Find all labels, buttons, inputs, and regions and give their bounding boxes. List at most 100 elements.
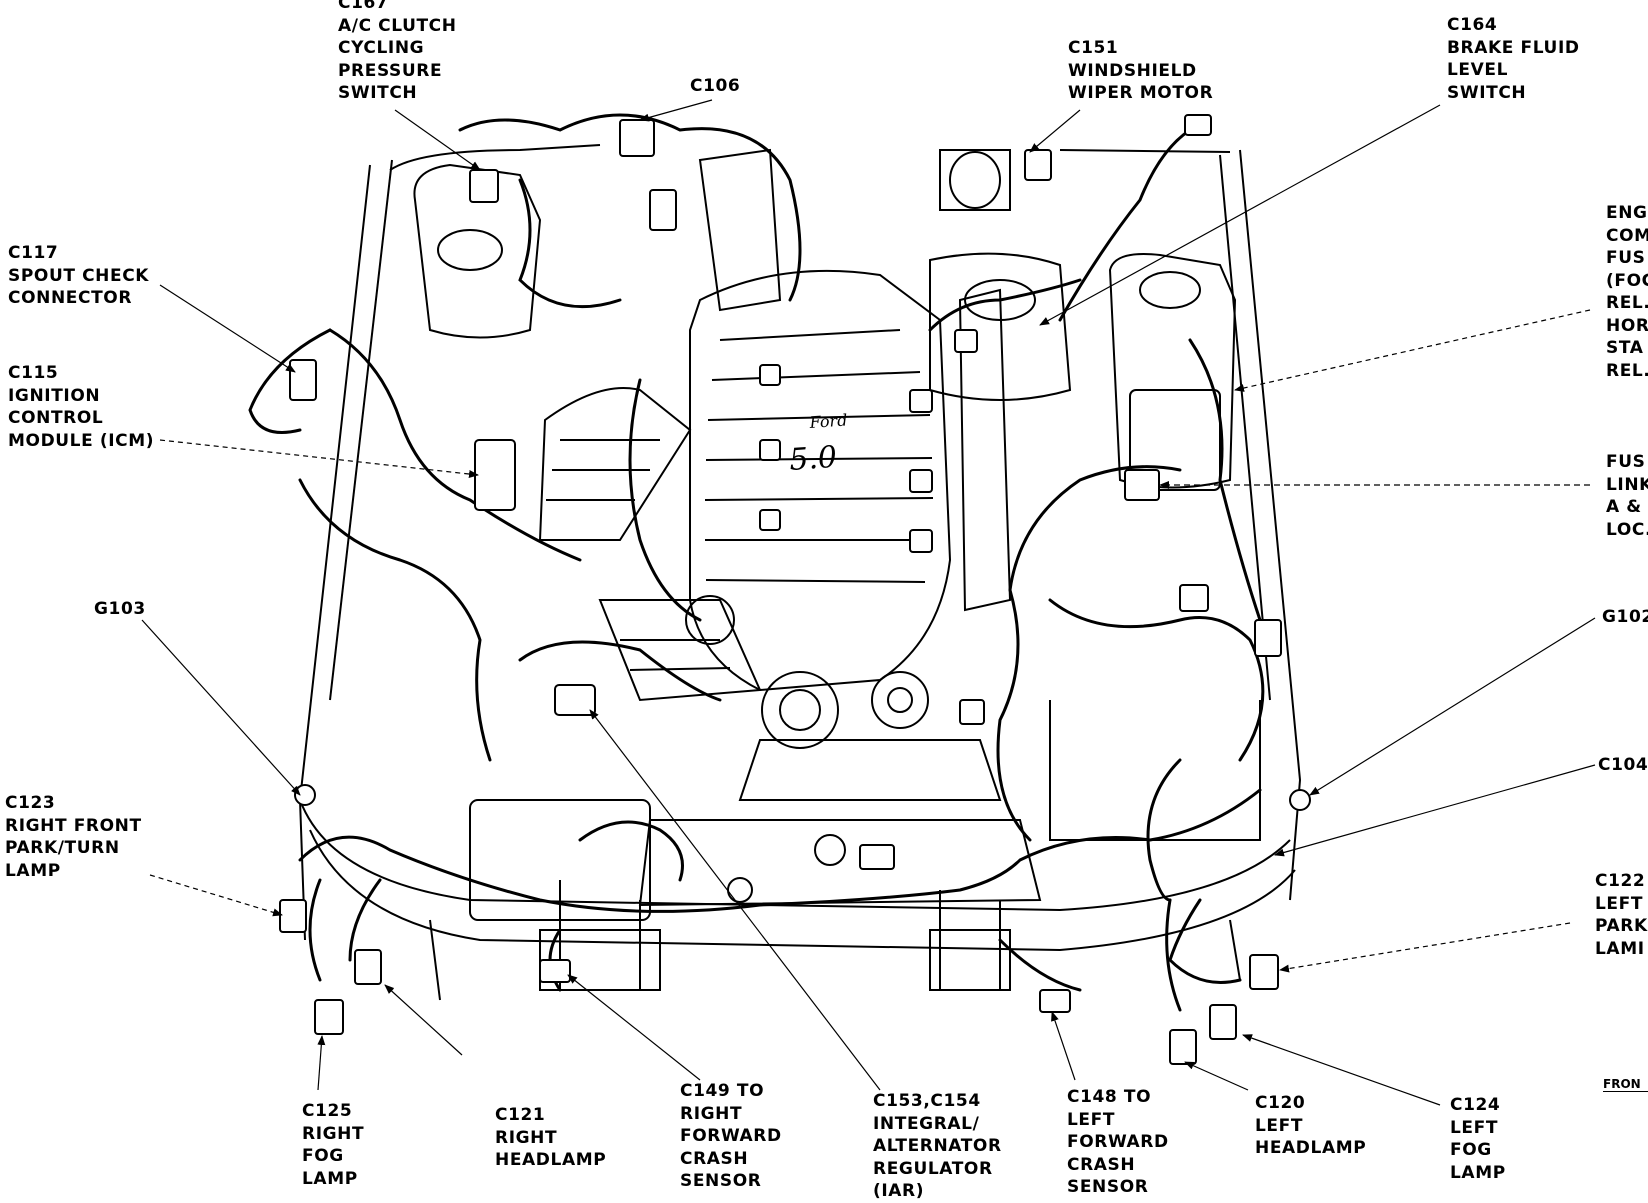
callout-c167-line: A/C CLUTCH bbox=[338, 15, 457, 36]
leader-eng bbox=[1234, 309, 1591, 392]
callout-c122-line: PARK bbox=[1595, 916, 1648, 936]
callout-c164-line: LEVEL bbox=[1447, 60, 1509, 80]
callout-c167-line: SWITCH bbox=[338, 83, 418, 103]
callout-c106: C106 bbox=[690, 75, 740, 98]
connectors bbox=[279, 114, 1311, 1065]
wiring-harness bbox=[248, 113, 1265, 1012]
leader-c151 bbox=[1029, 109, 1081, 153]
front-indicator: FRON bbox=[1603, 1077, 1648, 1092]
callout-c121-line: C121 bbox=[495, 1105, 546, 1125]
callout-c123: C123 RIGHT FRONT PARK/TURN LAMP bbox=[5, 792, 142, 882]
leader-c122 bbox=[1279, 922, 1571, 973]
callout-eng-line: HOR bbox=[1606, 315, 1648, 336]
callout-c153-line: (IAR) bbox=[873, 1181, 925, 1201]
callout-c125-line: C125 bbox=[302, 1101, 353, 1121]
callout-c125-line: LAMP bbox=[302, 1168, 358, 1189]
leader-c164 bbox=[1039, 104, 1441, 326]
air-intake-tube bbox=[538, 148, 782, 541]
callout-c117-line: C117 bbox=[8, 243, 59, 263]
callout-c117: C117 SPOUT CHECK CONNECTOR bbox=[8, 242, 149, 310]
callout-c123-line: RIGHT FRONT bbox=[5, 815, 142, 836]
leader-c115 bbox=[159, 439, 479, 478]
callout-c149-line: RIGHT bbox=[680, 1103, 743, 1124]
callout-c149-line: CRASH bbox=[680, 1148, 749, 1169]
callout-c164-line: BRAKE FLUID bbox=[1447, 37, 1580, 58]
callout-c167-line: CYCLING bbox=[338, 38, 425, 58]
callout-fus-line: A & I bbox=[1606, 497, 1648, 517]
engine-badge: 5.0 bbox=[788, 440, 838, 478]
body-outline bbox=[298, 144, 1302, 1001]
leader-c123 bbox=[149, 874, 283, 917]
leader-c106 bbox=[639, 99, 713, 122]
callout-c153-line: ALTERNATOR bbox=[873, 1136, 1002, 1156]
callout-c124-line: FOG bbox=[1450, 1140, 1492, 1160]
callout-c104: C104 bbox=[1598, 754, 1648, 777]
leader-c120 bbox=[1184, 1061, 1249, 1091]
callout-c151: C151 WINDSHIELD WIPER MOTOR bbox=[1068, 37, 1213, 105]
callout-c164-line: C164 bbox=[1447, 15, 1498, 35]
leader-lines bbox=[141, 99, 1596, 1106]
callout-eng-line: FUS bbox=[1606, 248, 1646, 268]
callout-c153-line: INTEGRAL/ bbox=[873, 1113, 980, 1134]
leader-g103 bbox=[141, 619, 301, 796]
callout-c123-line: C123 bbox=[5, 793, 56, 813]
callout-c164-line: SWITCH bbox=[1447, 82, 1527, 103]
callout-c151-line: WIPER MOTOR bbox=[1068, 83, 1214, 103]
callout-c104-line: C104 bbox=[1598, 755, 1648, 775]
leader-c153 bbox=[589, 709, 881, 1091]
callout-c124-line: LEFT bbox=[1450, 1117, 1499, 1138]
callout-c164: C164 BRAKE FLUID LEVEL SWITCH bbox=[1447, 14, 1580, 104]
callout-c120: C120 LEFT HEADLAMP bbox=[1255, 1092, 1366, 1160]
callout-g103-line: G103 bbox=[94, 599, 146, 619]
leader-c124 bbox=[1242, 1034, 1441, 1106]
callout-g103: G103 bbox=[94, 598, 146, 621]
callout-c123-line: LAMP bbox=[5, 860, 61, 881]
callout-c149: C149 TO RIGHT FORWARD CRASH SENSOR bbox=[680, 1080, 782, 1193]
leader-g102 bbox=[1309, 617, 1596, 796]
callout-eng-line: (FOG bbox=[1606, 270, 1648, 291]
callout-c117-line: SPOUT CHECK bbox=[8, 265, 150, 286]
callout-g102: G102 bbox=[1602, 606, 1648, 629]
callout-c121-line: RIGHT bbox=[495, 1127, 558, 1148]
callout-c120-line: HEADLAMP bbox=[1255, 1138, 1367, 1158]
callout-eng-line: COM bbox=[1606, 225, 1648, 246]
leader-c149 bbox=[567, 974, 701, 1081]
callout-c148-line: CRASH bbox=[1067, 1154, 1136, 1175]
leader-c121 bbox=[384, 984, 463, 1056]
callout-g102-line: G102 bbox=[1602, 607, 1648, 627]
callout-c120-line: C120 bbox=[1255, 1093, 1306, 1113]
callout-c122-line: C122 bbox=[1595, 871, 1646, 891]
callout-c117-line: CONNECTOR bbox=[8, 288, 133, 308]
callout-fus-line: FUS bbox=[1606, 452, 1646, 472]
reservoirs bbox=[413, 149, 1237, 491]
callout-c125-line: RIGHT bbox=[302, 1123, 365, 1144]
leader-c125 bbox=[317, 1035, 326, 1091]
callout-c122: C122 LEFT PARK LAMI bbox=[1595, 870, 1648, 960]
callout-c149-line: C149 TO bbox=[680, 1081, 765, 1101]
callout-c148: C148 TO LEFT FORWARD CRASH SENSOR bbox=[1067, 1086, 1169, 1199]
callout-c167: C167 A/C CLUTCH CYCLING PRESSURE SWITCH bbox=[338, 0, 457, 105]
callout-eng-line: REL. bbox=[1606, 293, 1648, 313]
callout-c120-line: LEFT bbox=[1255, 1115, 1304, 1136]
engine-logo: Ford bbox=[808, 410, 848, 432]
callout-c125: C125 RIGHT FOG LAMP bbox=[302, 1100, 364, 1190]
callout-c123-line: PARK/TURN bbox=[5, 838, 120, 858]
callout-c148-line: SENSOR bbox=[1067, 1177, 1149, 1197]
callout-c149-line: FORWARD bbox=[680, 1126, 782, 1146]
callout-c151-line: C151 bbox=[1068, 38, 1119, 58]
callout-eng-line: REL. bbox=[1606, 360, 1648, 381]
leader-c148 bbox=[1051, 1011, 1076, 1081]
callout-c115: C115 IGNITION CONTROL MODULE (ICM) bbox=[8, 362, 154, 452]
callout-c124: C124 LEFT FOG LAMP bbox=[1450, 1094, 1506, 1184]
callout-c115-line: IGNITION bbox=[8, 385, 101, 406]
callout-c115-line: CONTROL bbox=[8, 408, 104, 428]
callout-c121: C121 RIGHT HEADLAMP bbox=[495, 1104, 606, 1172]
callout-c106-line: C106 bbox=[690, 76, 741, 96]
callout-c153-line: C153,C154 bbox=[873, 1091, 981, 1111]
callout-c115-line: C115 bbox=[8, 363, 59, 383]
callout-c115-line: MODULE (ICM) bbox=[8, 430, 155, 451]
callout-c151-line: WINDSHIELD bbox=[1068, 60, 1197, 81]
engine-block bbox=[598, 269, 1012, 903]
callout-c153: C153,C154 INTEGRAL/ ALTERNATOR REGULATOR… bbox=[873, 1090, 1002, 1203]
